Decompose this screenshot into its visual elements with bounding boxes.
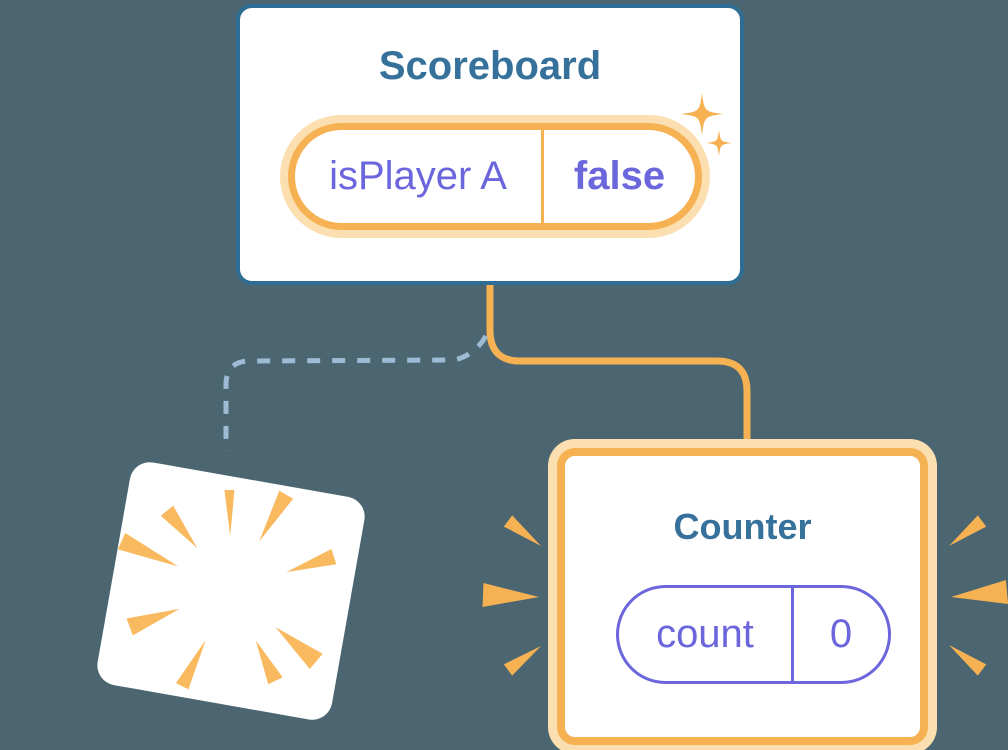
state-name: isPlayer A <box>329 154 507 198</box>
destroyed-component-card <box>94 459 368 723</box>
pill-divider <box>791 588 794 681</box>
scoreboard-state-pill: isPlayer A false <box>288 123 702 230</box>
pill-divider <box>541 130 544 223</box>
scoreboard-card: Scoreboard isPlayer A false <box>236 4 744 285</box>
counter-state-pill: count 0 <box>616 585 891 684</box>
poof-burst-icon <box>117 489 337 690</box>
state-value: false <box>573 154 666 198</box>
kept-branch-connector <box>486 279 751 456</box>
counter-card: Counter count 0 <box>557 448 928 745</box>
counter-title: Counter <box>673 506 812 547</box>
scoreboard-title: Scoreboard <box>378 44 602 88</box>
state-name: count <box>656 612 754 656</box>
state-value: 0 <box>829 612 853 656</box>
removed-branch-dashed-connector <box>223 334 489 451</box>
